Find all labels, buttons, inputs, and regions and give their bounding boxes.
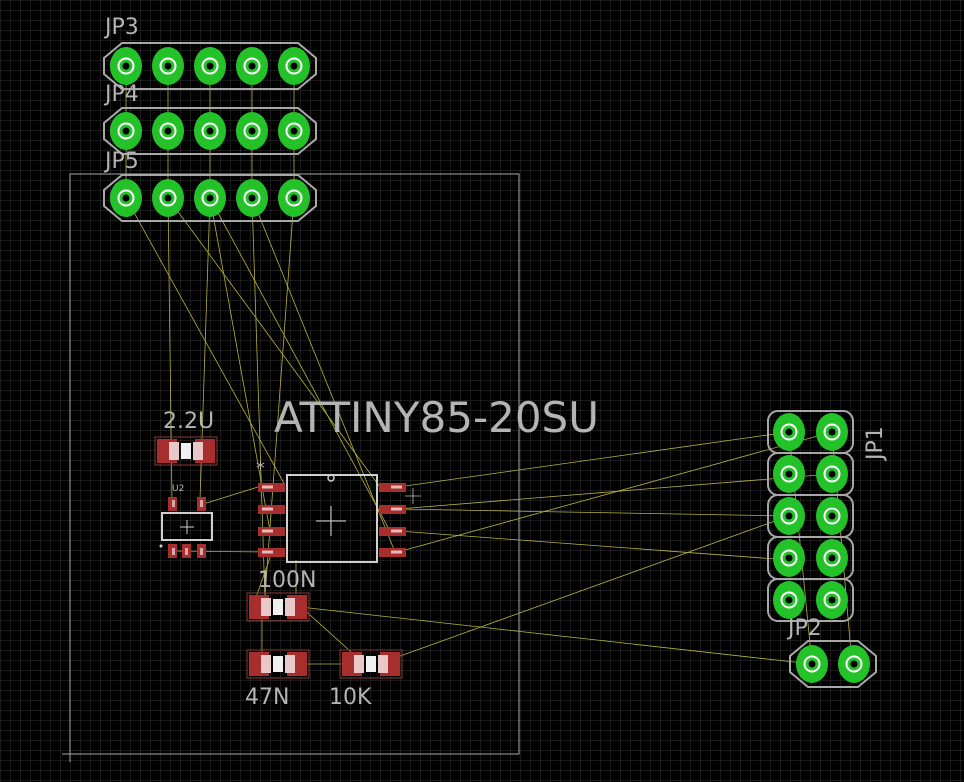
pin-pad[interactable] [152, 179, 184, 217]
pin-pad[interactable] [194, 179, 226, 217]
pin-pad[interactable] [236, 47, 268, 85]
pin-pad[interactable] [816, 581, 848, 619]
label-jp5: JP5 [103, 149, 139, 174]
pin-pad[interactable] [194, 47, 226, 85]
airwire [397, 431, 833, 553]
pin-pad[interactable] [110, 47, 142, 85]
label-jp2: JP2 [786, 616, 822, 641]
pin-pad[interactable] [152, 47, 184, 85]
header-jp1[interactable] [767, 410, 854, 622]
regulator-label: U2 [172, 484, 184, 494]
pin-pad[interactable] [278, 112, 310, 150]
airwire [199, 486, 259, 506]
pin-pad[interactable] [773, 539, 805, 577]
cap-47n-label: 47N [245, 685, 289, 710]
header-jp3[interactable] [103, 42, 317, 90]
pin-pad[interactable] [816, 539, 848, 577]
header-outline [789, 640, 877, 688]
capacitor-47n[interactable] [246, 649, 310, 679]
pin-pad[interactable] [278, 47, 310, 85]
res-10k-label: 10K [329, 685, 372, 710]
pin-pad[interactable] [110, 179, 142, 217]
pin-pad[interactable] [773, 581, 805, 619]
ic-attiny85[interactable] [258, 474, 421, 563]
resistor-10k[interactable] [339, 649, 403, 679]
cap-2u2-label: 2.2U [163, 409, 214, 434]
header-outline [767, 578, 854, 622]
header-jp4[interactable] [103, 107, 317, 155]
pin-pad[interactable] [816, 413, 848, 451]
regulator-body [161, 512, 213, 541]
pin-pad[interactable] [278, 179, 310, 217]
cap-100n-label: 100N [258, 568, 316, 593]
airwire [299, 605, 361, 661]
header-outline [103, 174, 317, 222]
header-jp2[interactable] [789, 640, 877, 688]
pin-pad[interactable] [152, 112, 184, 150]
header-outline [103, 107, 317, 155]
pin-pad[interactable] [110, 112, 142, 150]
airwire [397, 431, 790, 488]
airwire [299, 606, 813, 665]
pin-pad[interactable] [773, 455, 805, 493]
header-outline [103, 42, 317, 90]
pin-pad[interactable] [838, 645, 870, 683]
airwire [254, 551, 273, 601]
capacitor-2u2[interactable] [154, 436, 218, 466]
pin-pad[interactable] [796, 645, 828, 683]
airwire [397, 530, 790, 561]
airwire [251, 197, 396, 553]
ic-name-label: ATTINY85-20SU [274, 393, 599, 442]
pin-pad[interactable] [194, 112, 226, 150]
pin-pad[interactable] [816, 497, 848, 535]
header-jp5[interactable] [103, 174, 317, 222]
pin-pad[interactable] [773, 413, 805, 451]
ic-pin1-dot [327, 474, 335, 482]
airwire [209, 197, 271, 532]
pin-pad[interactable] [773, 497, 805, 535]
airwire [263, 197, 295, 611]
capacitor-100n[interactable] [246, 592, 310, 622]
label-jp3: JP3 [103, 15, 139, 40]
label-jp4: JP4 [103, 82, 139, 107]
airwire [167, 197, 381, 488]
pin-pad[interactable] [816, 455, 848, 493]
ic-pin1-marker: * [256, 458, 265, 479]
airwire [397, 508, 790, 517]
pin-pad[interactable] [236, 179, 268, 217]
regulator-u2[interactable] [159, 497, 213, 558]
pin-pad[interactable] [236, 112, 268, 150]
airwire [397, 473, 833, 510]
airwire [377, 515, 790, 665]
label-jp1: JP1 [863, 426, 888, 462]
